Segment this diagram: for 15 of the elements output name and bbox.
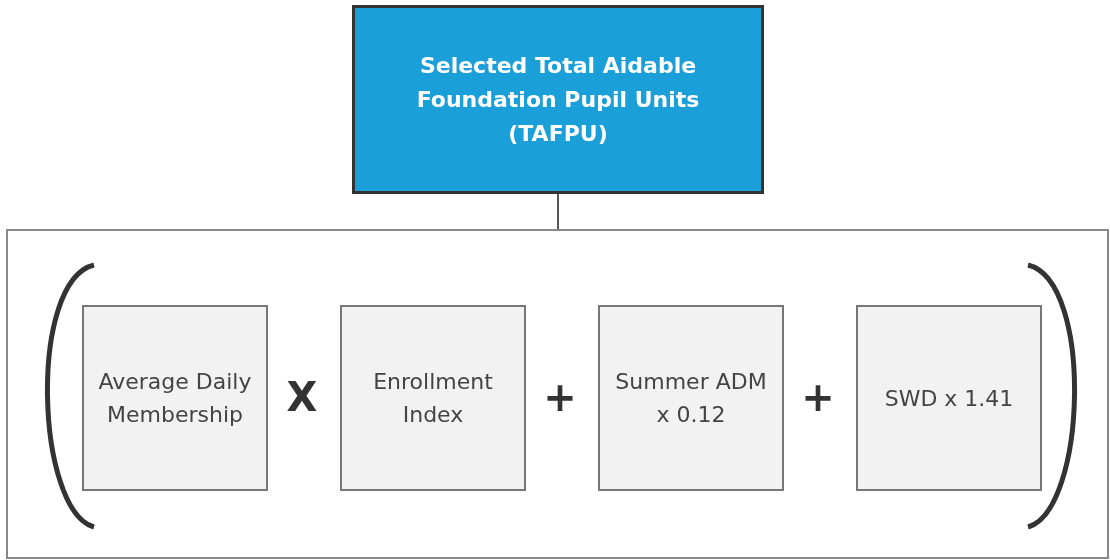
operator-sign: +	[800, 377, 836, 417]
operator-sign: +	[542, 377, 578, 417]
term-box	[340, 305, 526, 491]
container-box	[6, 229, 1109, 559]
term-label: Summer ADM x 0.12	[614, 368, 768, 429]
term-box	[598, 305, 784, 491]
term-box	[856, 305, 1042, 491]
term-label: Average Daily Membership	[97, 368, 253, 429]
connector-line	[557, 193, 559, 230]
term-label: Enrollment Index	[372, 368, 494, 429]
term-box	[82, 305, 268, 491]
term-label: SWD x 1.41	[884, 384, 1014, 413]
title-text: Selected Total Aidable Foundation Pupil Units (TAFPU)	[415, 51, 701, 148]
operator-sign: X	[285, 377, 319, 417]
title-box	[352, 5, 764, 194]
